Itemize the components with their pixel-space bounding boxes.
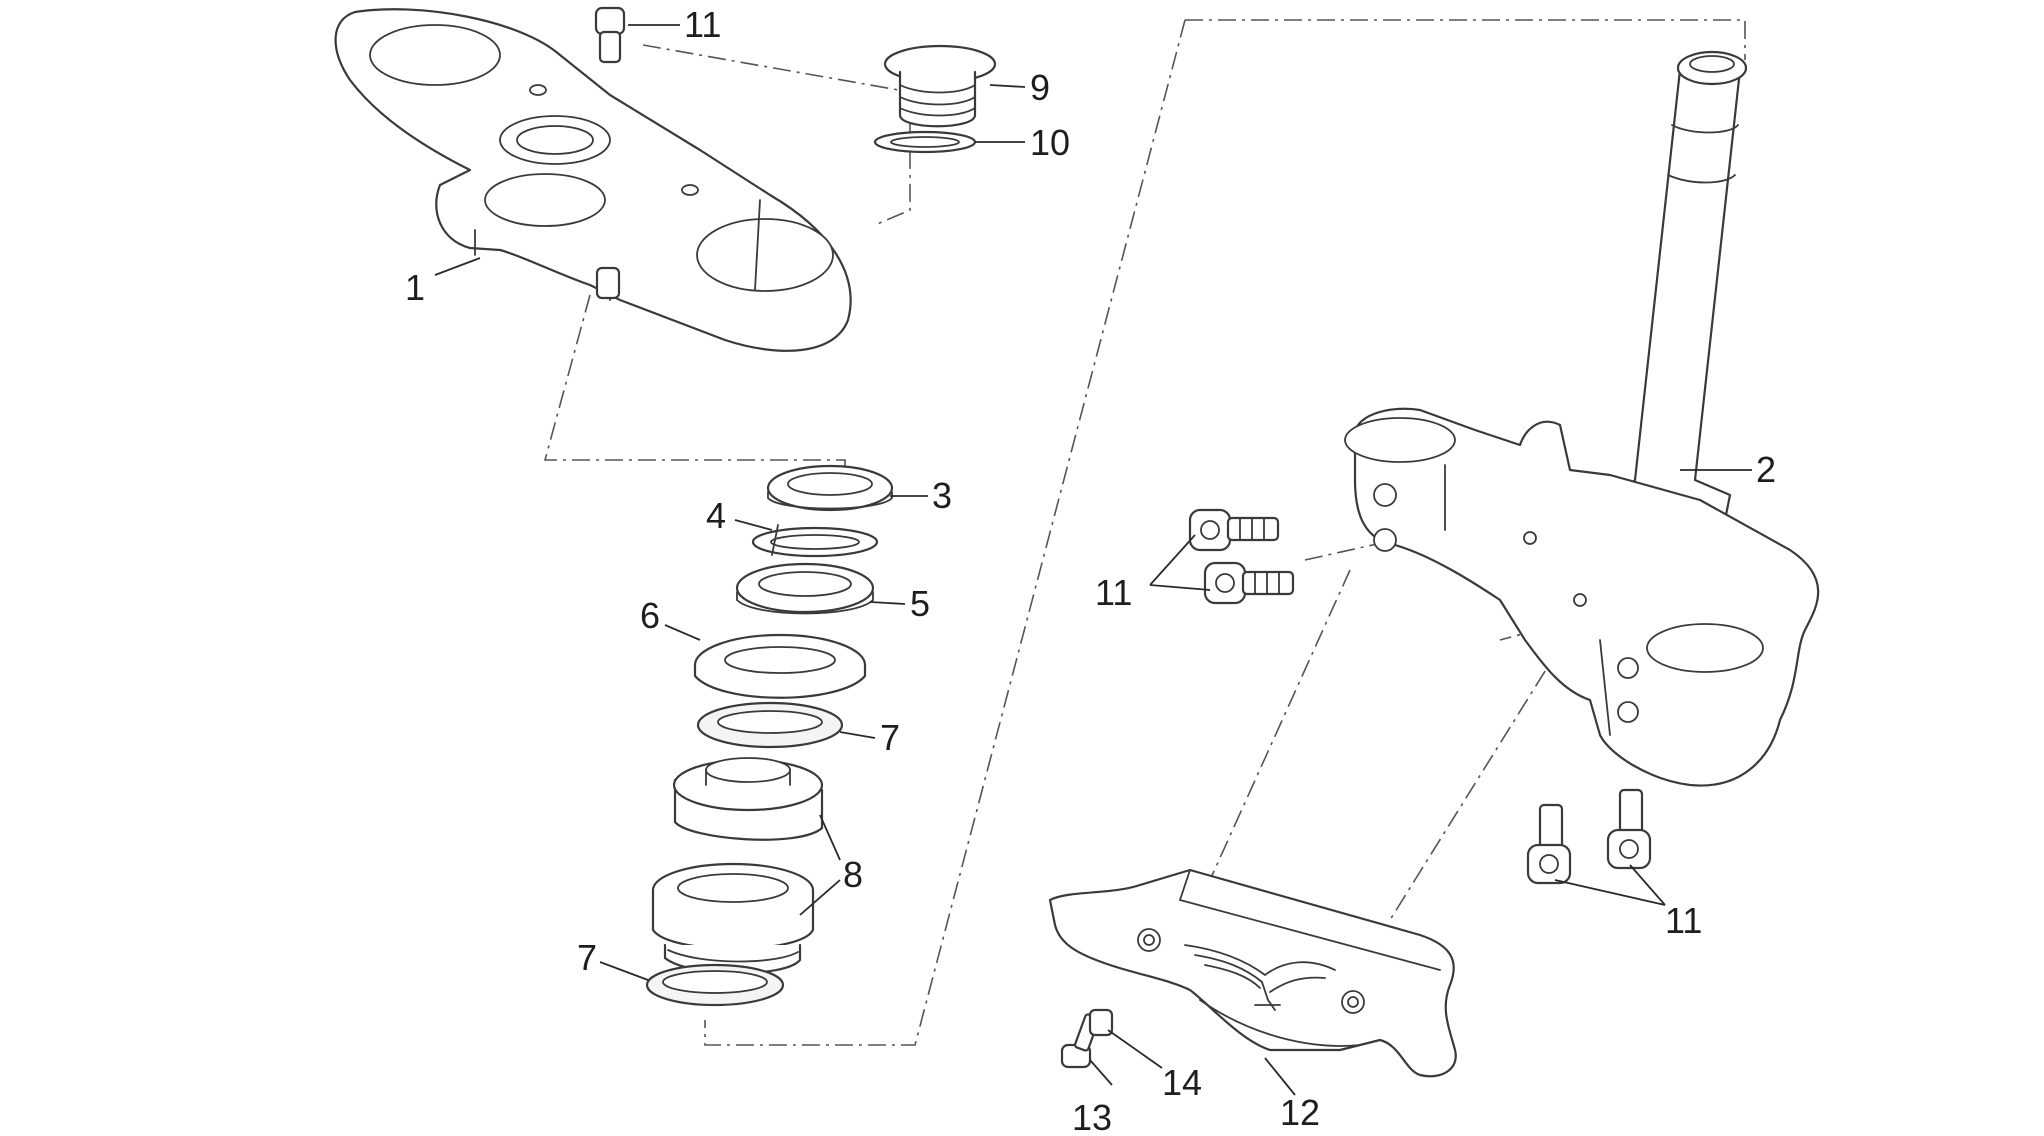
callout-2: 2 [1756, 449, 1776, 490]
callout-11-top: 11 [684, 4, 721, 45]
lock-washer [751, 524, 879, 558]
callout-10: 10 [1030, 122, 1070, 163]
callout-14: 14 [1162, 1062, 1202, 1103]
cover-spacer [1088, 1008, 1114, 1037]
clamp-cover-with-emblem [1048, 868, 1457, 1078]
callout-12: 12 [1280, 1092, 1320, 1133]
callout-3: 3 [932, 475, 952, 516]
lower-bearing [651, 862, 815, 975]
callout-8: 8 [843, 854, 863, 895]
callout-1: 1 [405, 267, 425, 308]
ring-nut [766, 464, 894, 512]
top-bolt [594, 6, 626, 64]
lower-triple-clamp-with-stem [1344, 50, 1820, 787]
upper-bearing [672, 757, 824, 841]
leader-lines [434, 24, 1752, 1096]
threaded-cap [883, 44, 997, 128]
callout-11-left: 11 [1095, 572, 1132, 613]
seal-ring-lower [645, 963, 785, 1007]
seal-ring-upper [696, 701, 844, 749]
callout-7-upper: 7 [880, 717, 900, 758]
second-ring-nut [735, 562, 875, 615]
callout-labels: 11 9 10 1 3 4 5 6 7 8 7 2 11 11 12 13 14 [405, 4, 1776, 1136]
clamp-bolts-left [1188, 508, 1295, 605]
callout-13: 13 [1072, 1097, 1112, 1136]
upper-triple-clamp [334, 8, 852, 352]
callout-6: 6 [640, 595, 660, 636]
thin-washer [873, 130, 977, 154]
callout-11-right: 11 [1665, 900, 1702, 941]
clamp-bolts-right [1526, 788, 1652, 885]
callout-5: 5 [910, 583, 930, 624]
callout-4: 4 [706, 495, 726, 536]
eagle-emblem-icon [1184, 944, 1336, 1011]
dust-cover [693, 633, 867, 699]
callout-7-lower: 7 [577, 937, 597, 978]
callout-9: 9 [1030, 67, 1050, 108]
